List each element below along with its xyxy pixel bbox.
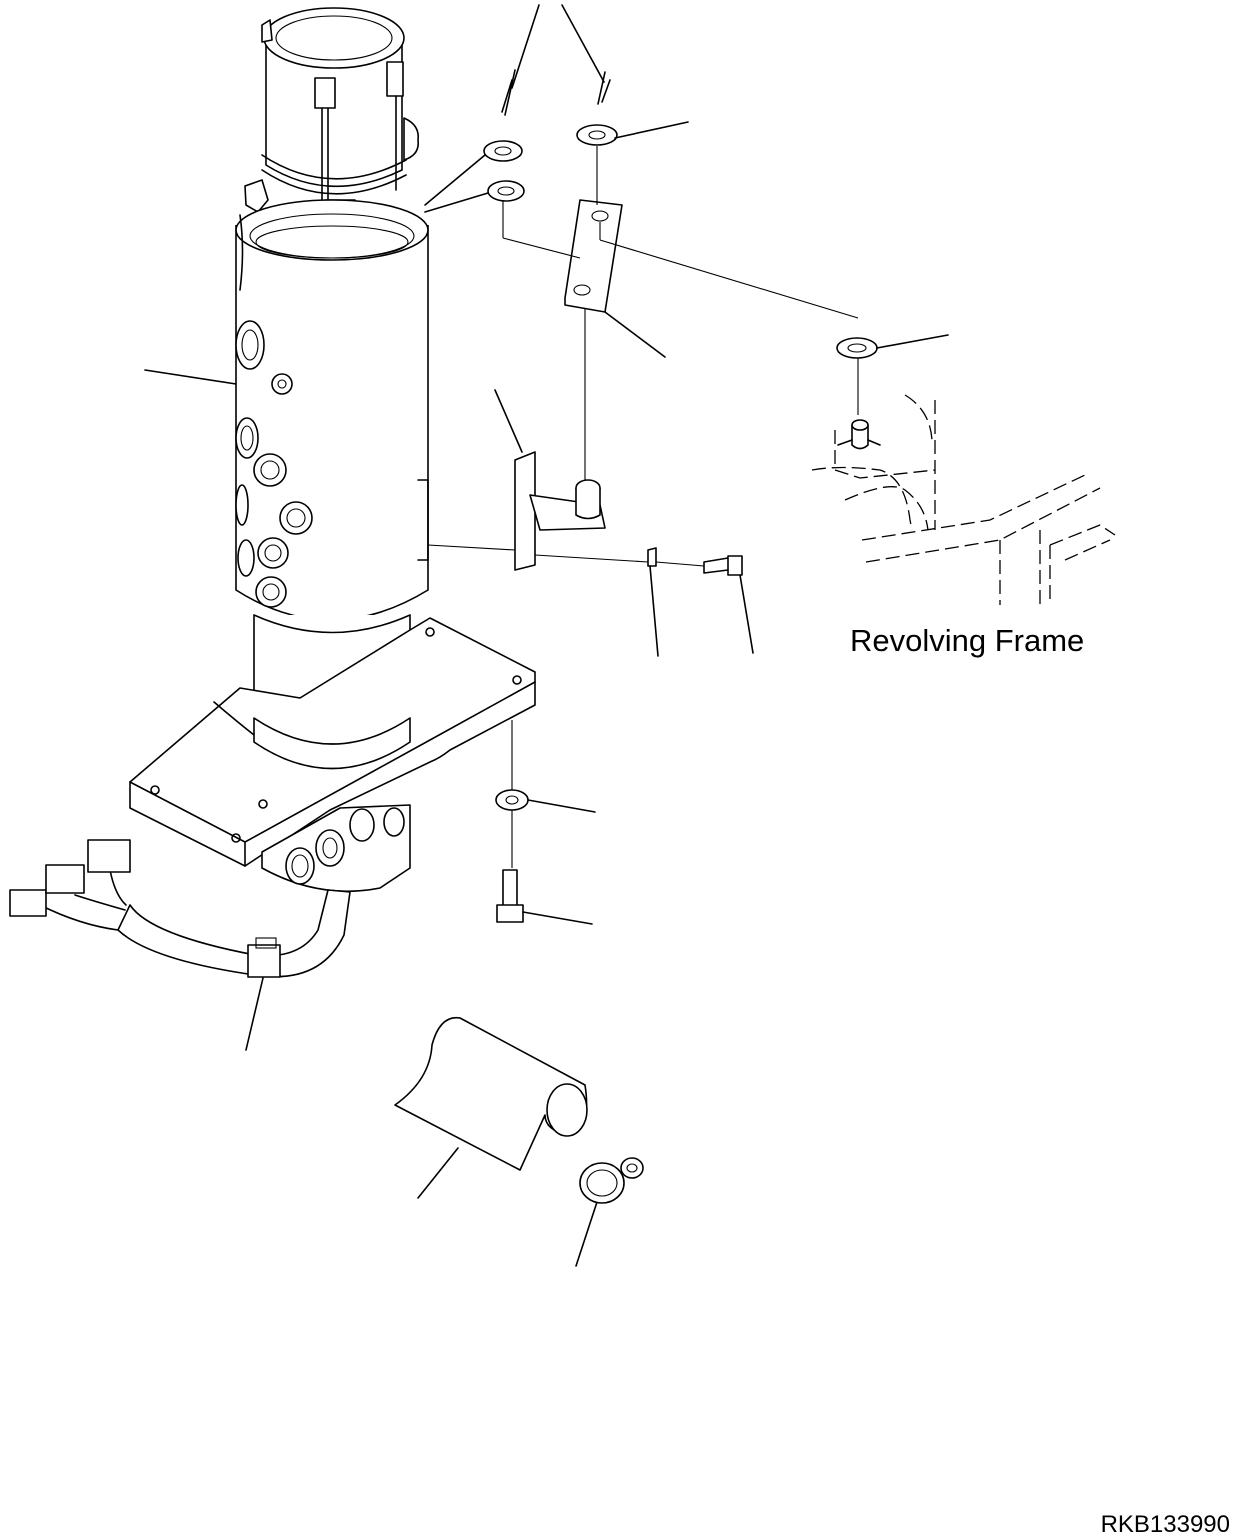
washer-icon — [495, 789, 529, 811]
stopper-bracket — [514, 451, 606, 571]
bolt-icon — [496, 869, 524, 923]
wiring-harness — [9, 839, 351, 978]
swivel-joint — [129, 7, 536, 893]
motor-cap — [244, 7, 420, 255]
protective-tape — [394, 1016, 588, 1171]
revolving-frame — [811, 394, 1116, 605]
link-plate — [564, 199, 623, 313]
hose-clamp — [579, 1157, 644, 1204]
cotter-pin-right-icon — [597, 71, 611, 105]
washer-icon — [483, 140, 523, 162]
leader-lines — [144, 4, 949, 1267]
pin-icon — [647, 547, 657, 567]
upper-cylinder — [235, 199, 429, 621]
washer-icon — [576, 124, 618, 146]
cotter-pin-left-icon — [501, 69, 516, 116]
washer-icon — [487, 180, 525, 202]
revolving-frame-label: Revolving Frame — [850, 623, 1084, 658]
washer-icon — [836, 337, 878, 359]
drawing-code: RKB133990 — [1101, 1511, 1230, 1538]
stopper-assembly — [144, 4, 949, 1267]
bolt-icon — [703, 555, 743, 576]
mounting-plate — [129, 617, 536, 867]
